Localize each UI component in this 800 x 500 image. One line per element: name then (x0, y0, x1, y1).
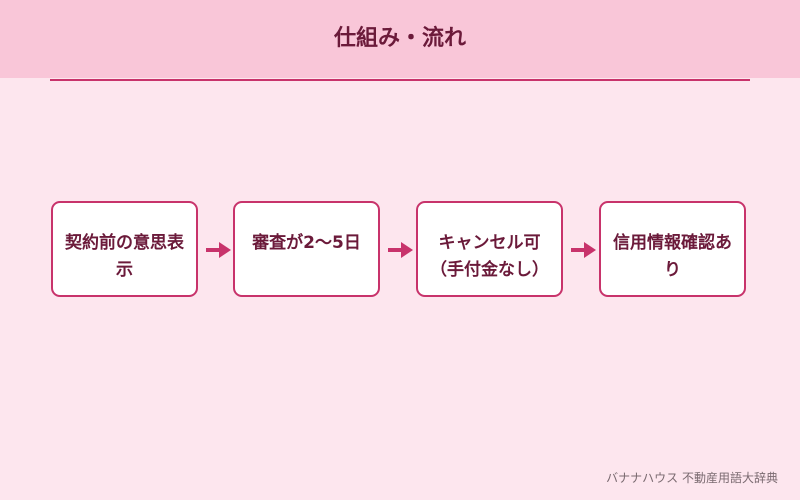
footer-credit: バナナハウス 不動産用語大辞典 (606, 471, 778, 485)
step-label-2: 審査が2〜5日 (252, 233, 361, 253)
header-band (0, 0, 800, 78)
step-label-1: 契約前の意思表示 (65, 233, 184, 280)
step-box-4: 信用情報確認あり (599, 201, 746, 297)
step-label-3: キャンセル可（手付金なし） (430, 233, 549, 280)
arrow-right-icon (569, 240, 597, 260)
page-title: 仕組み・流れ (333, 26, 466, 51)
step-label-4: 信用情報確認あり (613, 233, 732, 280)
title-divider (50, 79, 750, 81)
step-box-1: 契約前の意思表示 (51, 201, 198, 297)
arrow-right-icon (204, 240, 232, 260)
arrow-right-icon (386, 240, 414, 260)
step-box-3: キャンセル可（手付金なし） (416, 201, 563, 297)
step-box-2: 審査が2〜5日 (233, 201, 380, 297)
